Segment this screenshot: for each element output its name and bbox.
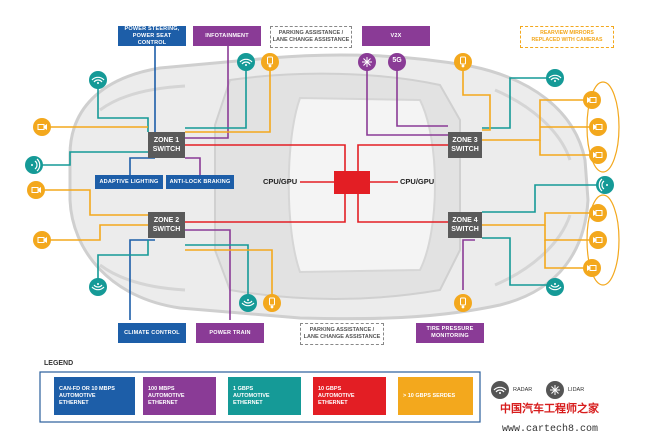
radar-icon <box>89 71 107 89</box>
tire-pressure-label: TIRE PRESSURE MONITORING <box>416 323 484 343</box>
adaptive-lighting-label: ADAPTIVE LIGHTING <box>95 175 163 189</box>
anti-lock-braking-label: ANTI-LOCK BRAKING <box>166 175 234 189</box>
infotainment-label: INFOTAINMENT <box>193 26 261 46</box>
legend-radar-label: RADAR <box>513 387 533 393</box>
legend-frame <box>39 371 481 423</box>
camera-icon <box>589 118 607 136</box>
lens-icon <box>263 294 281 312</box>
cpu-gpu-right: CPU/GPU <box>400 177 435 186</box>
radar-icon <box>491 381 509 399</box>
wires-10g <box>185 144 475 223</box>
zone-3-switch: ZONE 3 SWITCH <box>448 132 482 158</box>
camera-icon <box>583 259 601 277</box>
lidar-icon <box>546 381 564 399</box>
wires-orange <box>36 68 598 300</box>
lens-icon <box>454 294 472 312</box>
legend-item-100m: 100 MBPS AUTOMOTIVE ETHERNET <box>143 377 216 415</box>
watermark-url: www.cartech8.com <box>502 424 599 435</box>
lidar-icon <box>358 53 376 71</box>
camera-icon <box>27 181 45 199</box>
legend-item-can: CAN-FD OR 10 MBPS AUTOMOTIVE ETHERNET <box>54 377 135 415</box>
camera-icon <box>589 231 607 249</box>
wires-blue <box>129 45 156 320</box>
radar-icon <box>596 176 614 194</box>
radar-icon <box>237 53 255 71</box>
camera-icon <box>589 204 607 222</box>
legend-lidar-label: LIDAR <box>568 387 585 393</box>
zone-1-switch: ZONE 1 SWITCH <box>148 132 185 158</box>
lens-icon <box>261 53 279 71</box>
camera-icon <box>33 118 51 136</box>
rearview-mirrors-label: REARVIEW MIRRORS REPLACED WITH CAMERAS <box>520 26 614 48</box>
v2x-label: V2X <box>362 26 430 46</box>
power-steering-label: POWER STEERING, POWER SEAT CONTROL <box>118 26 186 46</box>
camera-group-outline <box>586 81 620 286</box>
cpu-gpu-left: CPU/GPU <box>263 177 298 186</box>
legend-title: LEGEND <box>44 360 74 367</box>
legend-item-10g: 10 GBPS AUTOMOTIVE ETHERNET <box>313 377 386 415</box>
wires-purple <box>185 45 475 320</box>
zone-4-switch: ZONE 4 SWITCH <box>448 212 482 238</box>
radar-icon <box>89 278 107 296</box>
parking-assistance-bottom-label: PARKING ASSISTANCE / LANE CHANGE ASSISTA… <box>300 323 384 345</box>
watermark-cn: 中国汽车工程师之家 <box>500 403 599 415</box>
power-train-label: POWER TRAIN <box>196 323 264 343</box>
camera-icon <box>583 91 601 109</box>
five-g-label: 5G <box>392 57 402 64</box>
legend-item-1g: 1 GBPS AUTOMOTIVE ETHERNET <box>228 377 301 415</box>
central-compute-hub <box>334 171 370 194</box>
radar-icon <box>239 294 257 312</box>
radar-icons <box>25 53 614 312</box>
radar-icon <box>25 156 43 174</box>
camera-icons <box>27 53 607 312</box>
radar-icon <box>546 69 564 87</box>
v2x-icons <box>358 53 406 71</box>
wires-teal <box>40 68 605 300</box>
camera-icon <box>33 231 51 249</box>
parking-assistance-top-label: PARKING ASSISTANCE / LANE CHANGE ASSISTA… <box>270 26 352 48</box>
climate-control-label: CLIMATE CONTROL <box>118 323 186 343</box>
radar-icon <box>546 278 564 296</box>
zone-2-switch: ZONE 2 SWITCH <box>148 212 185 238</box>
legend-item-serdes: > 10 GBPS SERDES <box>398 377 473 415</box>
lens-icon <box>454 53 472 71</box>
camera-icon <box>589 146 607 164</box>
antenna-5g-icon <box>388 53 406 71</box>
legend-icons <box>491 381 564 399</box>
